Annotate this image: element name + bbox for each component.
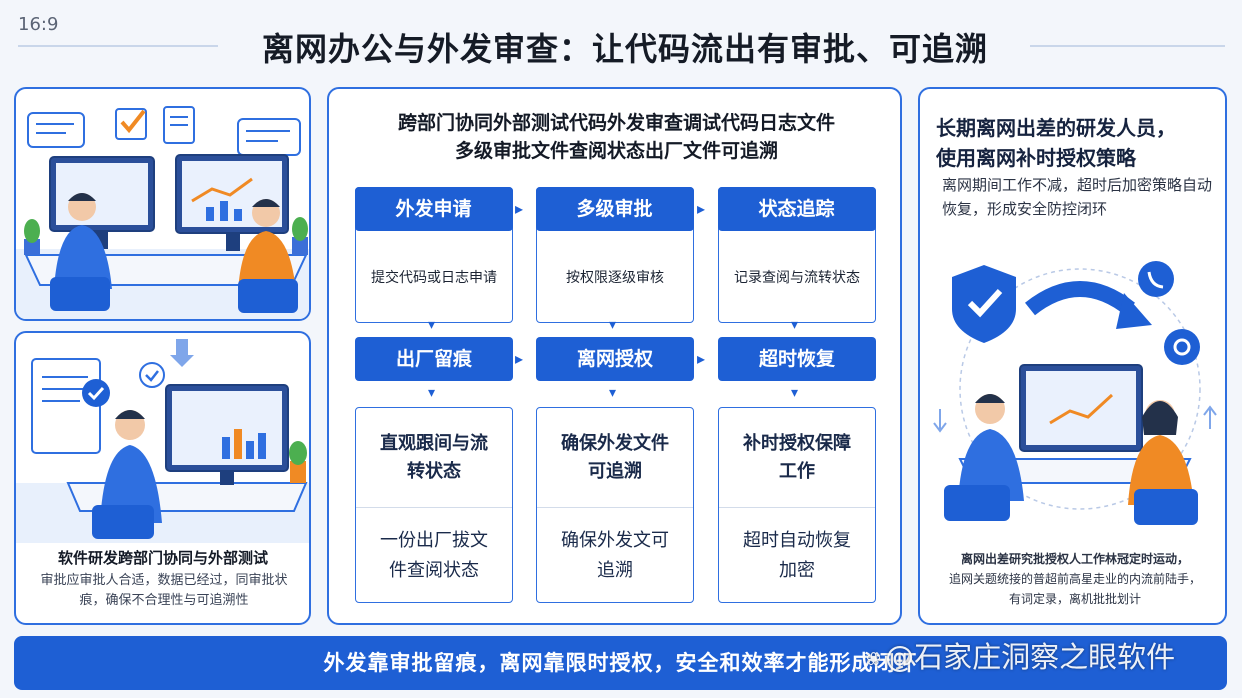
- shield-check-icon: [952, 265, 1016, 343]
- detail-offline-auth-b: 确保外发文可追溯: [561, 530, 669, 581]
- title-divider-right: [1030, 45, 1225, 47]
- offline-policy-panel: 长期离网出差的研发人员， 使用离网补时授权策略 离网期间工作不减，超时后加密策略…: [918, 87, 1227, 625]
- collaboration-illustration: [16, 106, 309, 319]
- plant-icon: [289, 441, 307, 483]
- arrow-down-icon: ▾: [428, 385, 436, 401]
- arrow-down-icon: [170, 339, 194, 367]
- step-apply: 外发申请: [354, 186, 513, 231]
- chat-bubble-icon: [237, 118, 301, 156]
- testing-panel-line-2: 痕，确保不合理性与可追溯性: [79, 593, 249, 608]
- offline-policy-note: 离网出差研究批授权人工作林冠定时运动， 追网关题统接的普超前高星走业的内流前陆手…: [934, 549, 1216, 609]
- testing-panel-line-1: 审批应审批人合适，数据已经过，同审批状: [40, 573, 288, 588]
- arrow-right-icon: ▸: [697, 349, 706, 368]
- document-icon: [31, 358, 101, 454]
- process-flow-heading: 跨部门协同外部测试代码外发审查调试代码日志文件 多级审批文件查阅状态出厂文件可追…: [349, 109, 884, 165]
- document-icon: [163, 106, 195, 144]
- plant-icon: [292, 217, 308, 255]
- step-card-tracking: 状态追踪 记录查阅与流转状态: [717, 186, 876, 323]
- step-apply-desc: 提交代码或日志申请: [371, 270, 497, 286]
- sync-arrows-icon: [933, 405, 1217, 433]
- testing-illustration: [16, 339, 309, 543]
- testing-panel-title: 软件研发跨部门协同与外部测试: [57, 549, 268, 567]
- step-trace: 出厂留痕: [355, 337, 513, 381]
- aspect-ratio-label: 16:9: [18, 14, 59, 35]
- offline-policy-heading-line-1: 长期离网出差的研发人员，: [936, 116, 1176, 140]
- gear-icon: [1164, 329, 1200, 365]
- step-offline-auth: 离网授权: [536, 337, 694, 381]
- offline-policy-heading-line-2: 使用离网补时授权策略: [936, 146, 1136, 170]
- detail-timeout-b: 超时自动恢复加密: [743, 530, 851, 581]
- step-timeout-restore: 超时恢复: [718, 337, 876, 381]
- summary-banner-text: 外发靠审批留痕，离网靠限时授权，安全和效率才能形成闭环: [323, 651, 918, 675]
- detail-trace-b: 一份出厂拔文件查阅状态: [380, 530, 488, 581]
- step-approval-desc: 按权限逐级审核: [566, 270, 664, 286]
- check-circle-icon: [139, 362, 165, 388]
- step-tracking: 状态追踪: [717, 186, 876, 231]
- watermark: ❀@石家庄洞察之眼软件: [866, 634, 1175, 676]
- detail-card-offline-auth: 确保外发文件可追溯 确保外发文可追溯: [536, 407, 694, 603]
- summary-banner: 外发靠审批留痕，离网靠限时授权，安全和效率才能形成闭环: [14, 636, 1227, 690]
- checkbox-icon: [115, 108, 147, 140]
- check-circle-icon: [82, 379, 110, 407]
- paw-icon: ❀: [866, 648, 882, 670]
- arrow-down-icon: ▾: [609, 385, 617, 401]
- process-flow-heading-line-2: 多级审批文件查阅状态出厂文件可追溯: [454, 140, 778, 162]
- arrow-right-icon: ▸: [515, 199, 524, 218]
- step-tracking-desc: 记录查阅与流转状态: [734, 270, 860, 286]
- process-flow-panel: 跨部门协同外部测试代码外发审查调试代码日志文件 多级审批文件查阅状态出厂文件可追…: [327, 87, 902, 625]
- title-divider-left: [18, 45, 218, 47]
- watermark-text: @石家庄洞察之眼软件: [885, 640, 1176, 674]
- offline-policy-heading: 长期离网出差的研发人员， 使用离网补时授权策略: [936, 113, 1218, 173]
- offline-policy-illustration: [933, 261, 1217, 525]
- detail-offline-auth-a: 确保外发文件可追溯: [537, 408, 693, 508]
- testing-panel-body: 审批应审批人合适，数据已经过，同审批状 痕，确保不合理性与可追溯性: [30, 571, 298, 611]
- arrow-right-icon: ▸: [697, 199, 706, 218]
- detail-trace-a: 直观跟间与流转状态: [356, 408, 512, 508]
- phone-icon: [1138, 261, 1174, 297]
- arrow-down-icon: ▾: [791, 317, 799, 333]
- arrow-down-icon: ▾: [791, 385, 799, 401]
- offline-policy-note-line-3: 有词定录，离机批批划计: [1008, 592, 1141, 606]
- step-card-approval: 多级审批 按权限逐级审核: [535, 186, 694, 323]
- arrow-right-icon: ▸: [515, 349, 524, 368]
- process-flow-heading-line-1: 跨部门协同外部测试代码外发审查调试代码日志文件: [397, 112, 835, 134]
- step-approval: 多级审批: [535, 186, 694, 231]
- plant-icon: [24, 219, 40, 255]
- detail-card-trace: 直观跟间与流转状态 一份出厂拔文件查阅状态: [355, 407, 513, 603]
- detail-card-timeout: 补时授权保障工作 超时自动恢复加密: [718, 407, 876, 603]
- refresh-arrow-icon: [1025, 281, 1152, 329]
- offline-policy-note-line-1: 离网出差研究批授权人工作林冠定时运动，: [960, 552, 1189, 566]
- step-card-apply: 外发申请 提交代码或日志申请: [354, 186, 513, 323]
- page-title: 离网办公与外发审查：让代码流出有审批、可追溯: [261, 30, 988, 68]
- illustration-panel-testing: 软件研发跨部门协同与外部测试 审批应审批人合适，数据已经过，同审批状 痕，确保不…: [14, 331, 311, 625]
- illustration-panel-collaboration: [14, 87, 311, 321]
- arrow-down-icon: ▾: [428, 317, 436, 333]
- chat-bubble-icon: [27, 112, 85, 148]
- offline-policy-subtitle: 离网期间工作不减，超时后加密策略自动恢复，形成安全防控闭环: [942, 176, 1213, 218]
- detail-timeout-a: 补时授权保障工作: [719, 408, 875, 508]
- arrow-down-icon: ▾: [609, 317, 617, 333]
- offline-policy-note-line-2: 追网关题统接的普超前高星走业的内流前陆手，: [948, 572, 1201, 586]
